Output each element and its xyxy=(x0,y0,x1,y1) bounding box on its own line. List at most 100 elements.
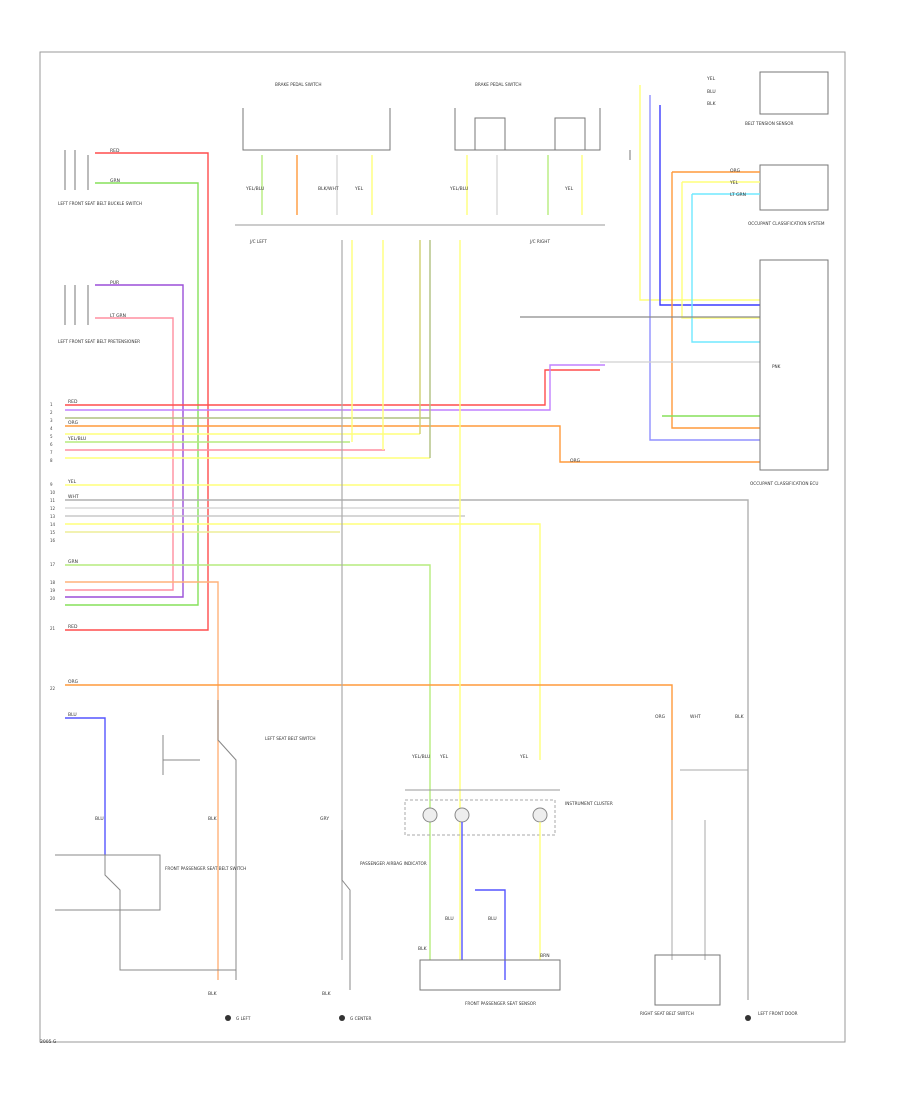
belt-tension-sensor-label: BELT TENSION SENSOR xyxy=(745,121,794,126)
svg-text:GRN: GRN xyxy=(110,178,120,184)
svg-text:BLK: BLK xyxy=(322,991,332,997)
svg-text:YEL: YEL xyxy=(706,76,716,82)
svg-text:ORG: ORG xyxy=(730,168,741,174)
jc-left-label: J/C LEFT xyxy=(249,239,267,244)
svg-text:RED: RED xyxy=(68,399,78,405)
indicator-cluster: INSTRUMENT CLUSTER xyxy=(404,799,613,836)
svg-text:WHT: WHT xyxy=(690,714,701,720)
svg-text:2: 2 xyxy=(50,410,53,415)
occupant-classification-system: OCCUPANT CLASSIFICATION SYSTEM xyxy=(748,164,829,226)
svg-text:ORG: ORG xyxy=(68,420,79,426)
top-left-connector-label: BRAKE PEDAL SWITCH xyxy=(275,82,321,87)
svg-text:G LEFT: G LEFT xyxy=(236,1016,251,1021)
front-passenger-seat-belt-switch: FRONT PASSENGER SEAT BELT SWITCH xyxy=(55,854,246,971)
svg-text:BLK: BLK xyxy=(735,714,745,720)
svg-text:BLK: BLK xyxy=(707,101,717,107)
svg-text:BRN: BRN xyxy=(540,953,550,959)
svg-text:YEL: YEL xyxy=(729,180,739,186)
svg-text:17: 17 xyxy=(50,562,56,567)
svg-text:ORG: ORG xyxy=(655,714,666,720)
svg-text:RED: RED xyxy=(68,624,78,630)
footer-reference: 2005 G xyxy=(40,1040,57,1045)
svg-text:LT GRN: LT GRN xyxy=(110,313,126,319)
svg-text:GRN: GRN xyxy=(68,559,78,565)
svg-text:YEL/BLU: YEL/BLU xyxy=(449,186,468,192)
svg-text:PUR: PUR xyxy=(110,280,119,286)
svg-text:4: 4 xyxy=(50,426,53,431)
svg-text:BLK: BLK xyxy=(208,991,218,997)
svg-text:12: 12 xyxy=(50,506,56,511)
occupant-classification-label: OCCUPANT CLASSIFICATION SYSTEM xyxy=(748,221,825,226)
top-right-connector: BRAKE PEDAL SWITCH xyxy=(454,82,601,151)
occupant-ecu-label: OCCUPANT CLASSIFICATION ECU xyxy=(750,481,818,486)
svg-text:6: 6 xyxy=(50,442,53,447)
front-pass-occupant-label: FRONT PASSENGER SEAT SENSOR xyxy=(465,1001,536,1006)
svg-text:13: 13 xyxy=(50,514,56,519)
svg-text:18: 18 xyxy=(50,580,56,585)
svg-text:YEL: YEL xyxy=(354,186,364,192)
svg-text:YEL: YEL xyxy=(519,754,529,760)
passenger-airbag-indicator: PASSENGER AIRBAG INDICATOR xyxy=(341,830,427,990)
left-front-belt-buckle-label: LEFT FRONT SEAT BELT BUCKLE SWITCH xyxy=(58,201,142,206)
left-pin-column: 1 2 3 4 5 6 7 8 9 10 11 12 13 14 15 16 1… xyxy=(50,402,56,691)
top-left-connector: BRAKE PEDAL SWITCH xyxy=(242,82,391,151)
right-seat-belt-label: RIGHT SEAT BELT SWITCH xyxy=(640,1011,694,1016)
ground-g-left: G LEFT xyxy=(225,1015,251,1021)
svg-text:BLU: BLU xyxy=(488,916,497,922)
svg-text:5: 5 xyxy=(50,434,53,439)
svg-text:7: 7 xyxy=(50,450,53,455)
svg-text:YEL/BLU: YEL/BLU xyxy=(67,436,86,442)
svg-text:3: 3 xyxy=(50,418,53,423)
svg-text:BLK: BLK xyxy=(418,946,428,952)
svg-text:15: 15 xyxy=(50,530,56,535)
svg-text:BLU: BLU xyxy=(95,816,104,822)
left-seat-belt-switch: LEFT SEAT BELT SWITCH xyxy=(162,700,316,980)
top-right-connector-label: BRAKE PEDAL SWITCH xyxy=(475,82,521,87)
svg-text:YEL: YEL xyxy=(564,186,574,192)
svg-text:ORG: ORG xyxy=(570,458,581,464)
svg-text:BLU: BLU xyxy=(445,916,454,922)
svg-text:BLK: BLK xyxy=(208,816,218,822)
svg-text:LT GRN: LT GRN xyxy=(730,192,746,198)
svg-text:9: 9 xyxy=(50,482,53,487)
svg-text:WHT: WHT xyxy=(68,494,79,500)
svg-text:G CENTER: G CENTER xyxy=(350,1016,371,1021)
right-seat-belt-box: RIGHT SEAT BELT SWITCH xyxy=(640,954,721,1016)
diagram-frame xyxy=(39,51,846,1043)
left-front-belt-buckle: LEFT FRONT SEAT BELT BUCKLE SWITCH xyxy=(58,150,142,206)
svg-text:ORG: ORG xyxy=(68,679,79,685)
svg-text:21: 21 xyxy=(50,626,56,631)
left-front-pretensioner-label: LEFT FRONT SEAT BELT PRETENSIONER xyxy=(58,339,140,344)
svg-text:YEL/BLU: YEL/BLU xyxy=(411,754,430,760)
belt-tension-sensor: BELT TENSION SENSOR xyxy=(745,71,829,126)
svg-text:YEL/BLU: YEL/BLU xyxy=(245,186,264,192)
svg-text:8: 8 xyxy=(50,458,53,463)
ground-g-center: G CENTER xyxy=(339,1015,371,1021)
occupant-classification-ecu: PNK OCCUPANT CLASSIFICATION ECU xyxy=(750,259,829,486)
svg-text:RED: RED xyxy=(110,148,120,154)
passenger-airbag-indicator-label: PASSENGER AIRBAG INDICATOR xyxy=(360,861,427,866)
front-seat-ecu-box: FRONT PASSENGER SEAT SENSOR xyxy=(419,959,561,1006)
svg-text:10: 10 xyxy=(50,490,56,495)
svg-text:20: 20 xyxy=(50,596,56,601)
svg-text:YEL: YEL xyxy=(439,754,449,760)
svg-text:16: 16 xyxy=(50,538,56,543)
svg-text:BLU: BLU xyxy=(707,89,716,95)
left-front-door-label: LEFT FRONT DOOR xyxy=(758,1011,798,1016)
jc-right-label: J/C RIGHT xyxy=(529,239,550,244)
left-front-pretensioner: LEFT FRONT SEAT BELT PRETENSIONER xyxy=(58,285,140,344)
svg-text:11: 11 xyxy=(50,498,56,503)
indicator-cluster-label: INSTRUMENT CLUSTER xyxy=(565,801,613,806)
svg-text:14: 14 xyxy=(50,522,56,527)
svg-text:BLK/WHT: BLK/WHT xyxy=(318,186,339,192)
svg-text:GRY: GRY xyxy=(320,816,329,822)
svg-text:BLU: BLU xyxy=(68,712,77,718)
svg-text:YEL: YEL xyxy=(67,479,77,485)
svg-text:1: 1 xyxy=(50,402,53,407)
svg-text:22: 22 xyxy=(50,686,56,691)
left-seat-belt-switch-label: LEFT SEAT BELT SWITCH xyxy=(265,736,316,741)
svg-text:PNK: PNK xyxy=(772,364,781,369)
front-passenger-seat-belt-label: FRONT PASSENGER SEAT BELT SWITCH xyxy=(165,866,246,871)
svg-text:19: 19 xyxy=(50,588,56,593)
